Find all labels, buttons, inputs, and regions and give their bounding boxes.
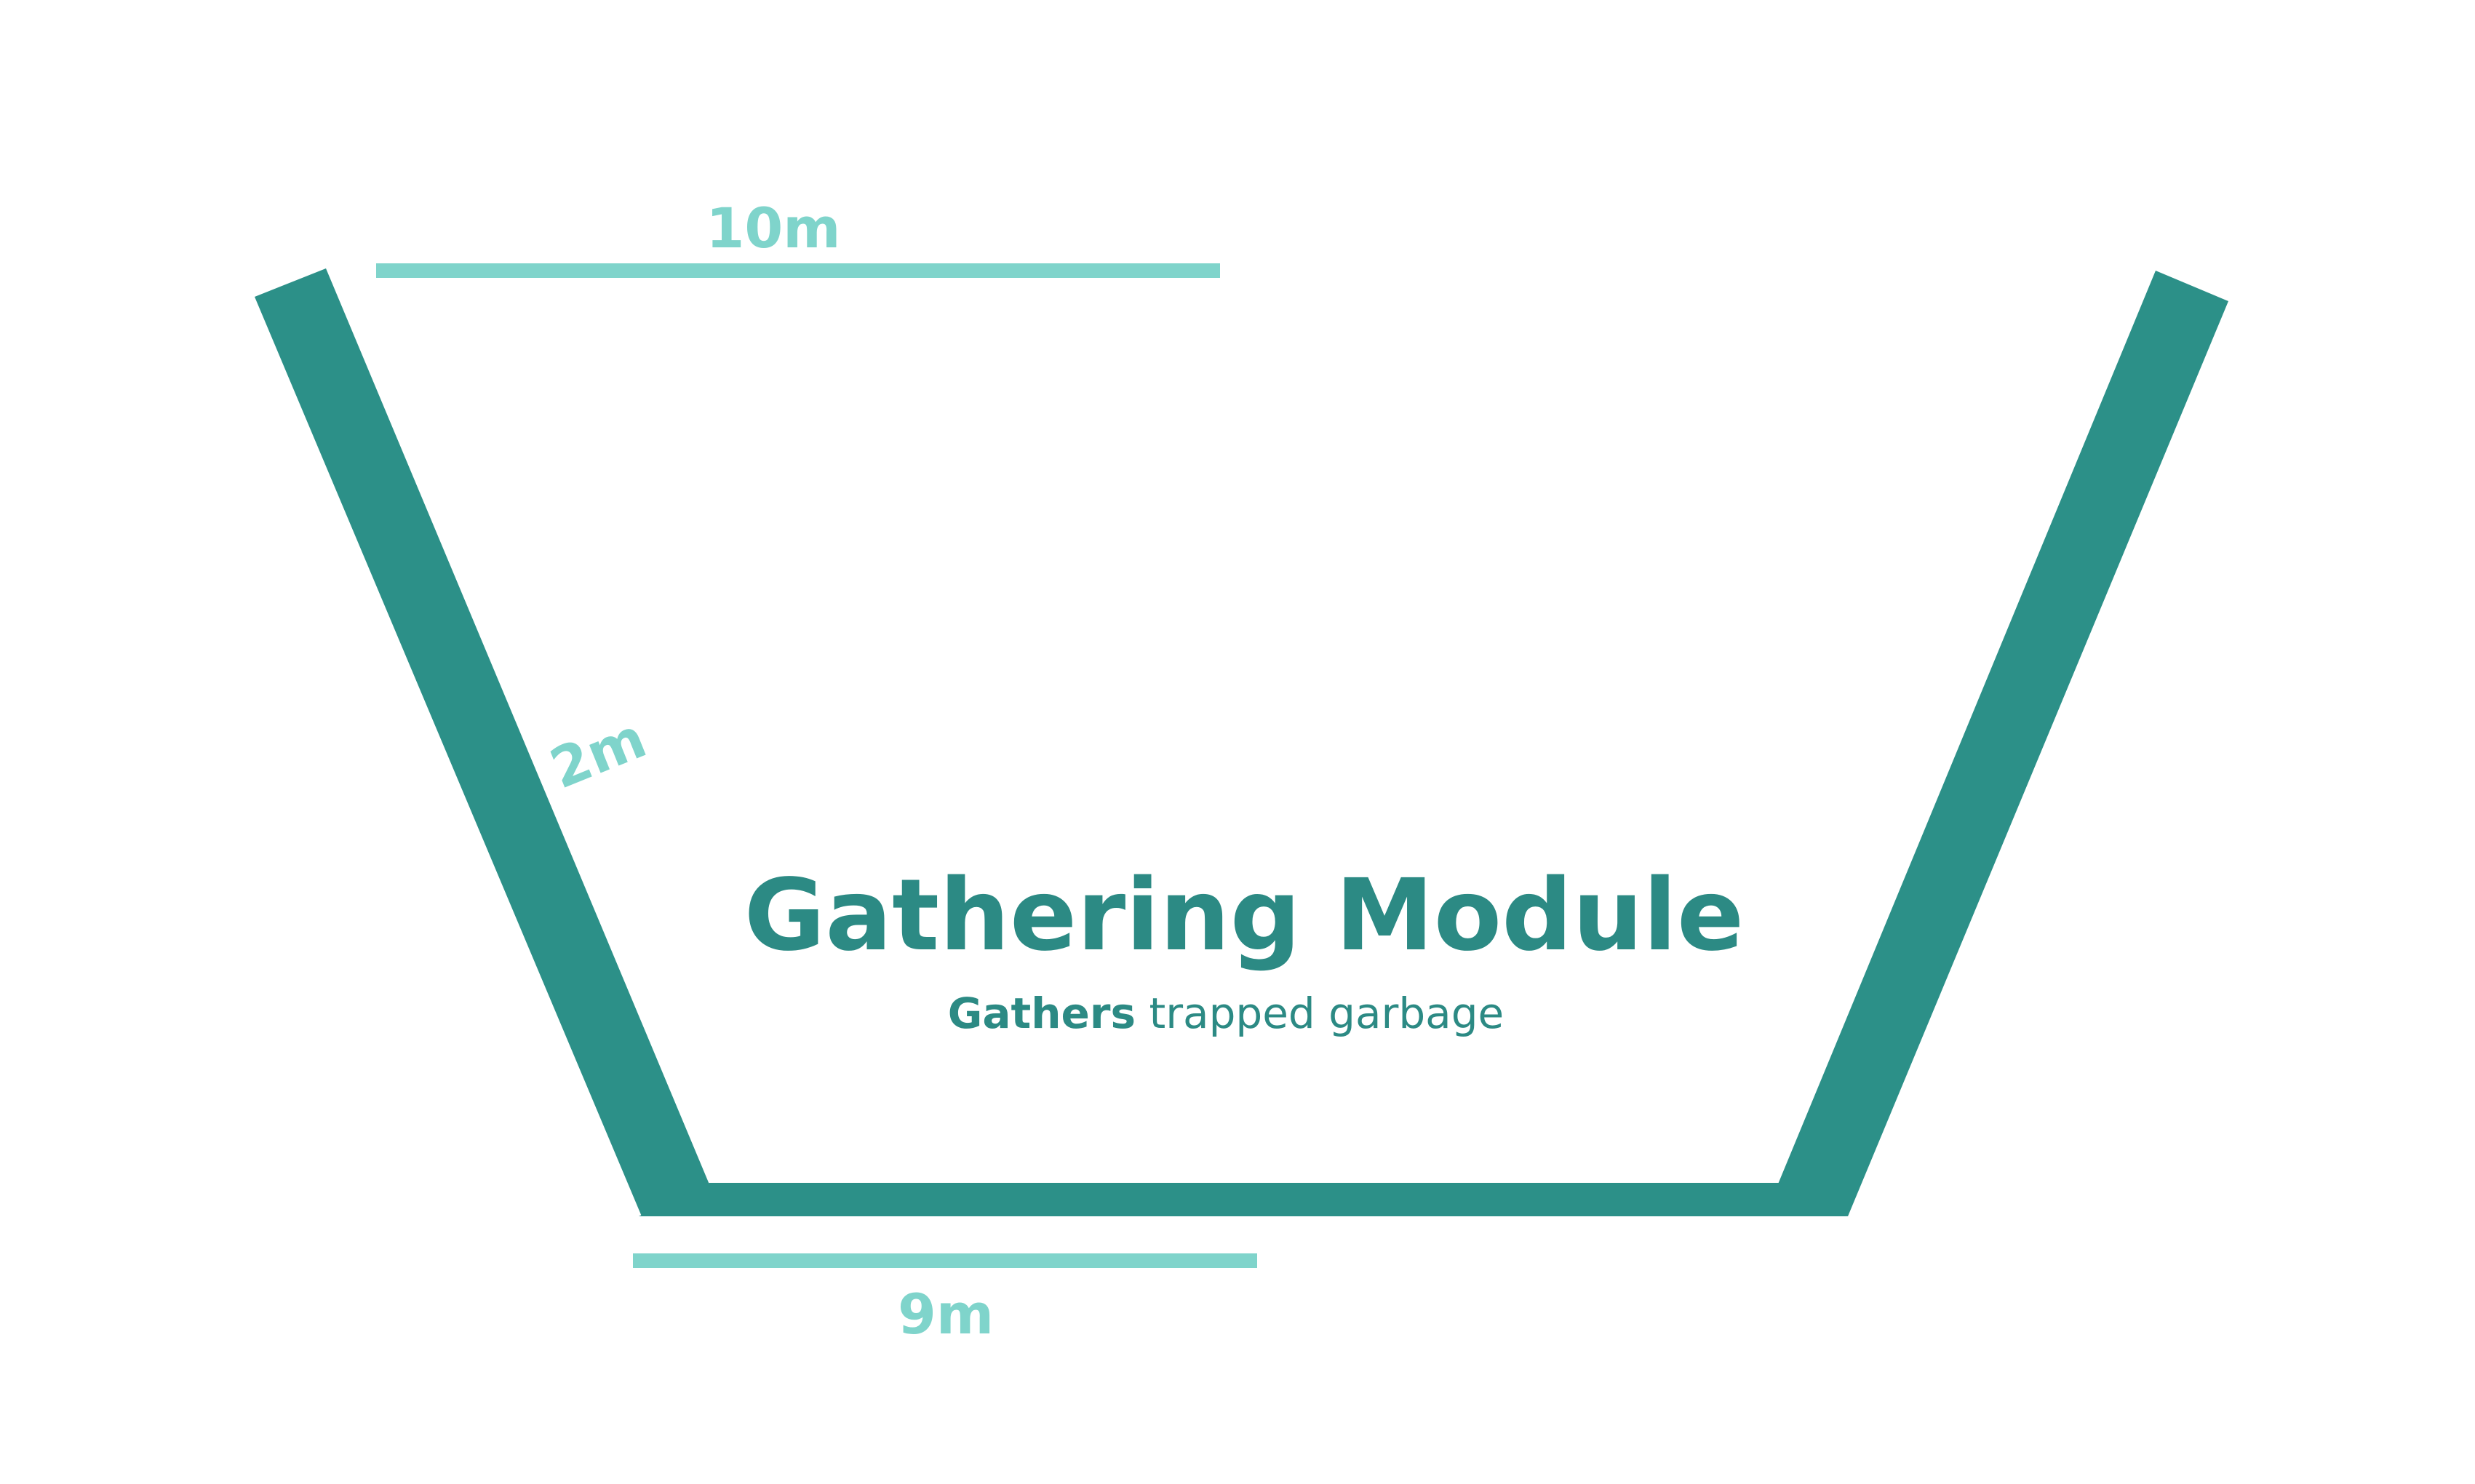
top-dimension-label: 10m bbox=[706, 196, 841, 260]
left-wall bbox=[255, 268, 709, 1216]
bottom-floor bbox=[639, 1183, 1848, 1216]
top-dimension-line bbox=[376, 263, 1220, 278]
subtitle-emphasis: Gathers bbox=[948, 989, 1136, 1038]
subtitle-rest: trapped garbage bbox=[1136, 989, 1504, 1038]
diagram-title: Gathering Module bbox=[744, 858, 1744, 973]
bottom-dimension-label: 9m bbox=[898, 1282, 994, 1347]
right-wall bbox=[1777, 271, 2228, 1216]
bottom-dimension-line bbox=[633, 1253, 1257, 1268]
diagram-subtitle: Gathers trapped garbage bbox=[948, 989, 1504, 1038]
side-dimension-label: 2m bbox=[541, 705, 655, 801]
